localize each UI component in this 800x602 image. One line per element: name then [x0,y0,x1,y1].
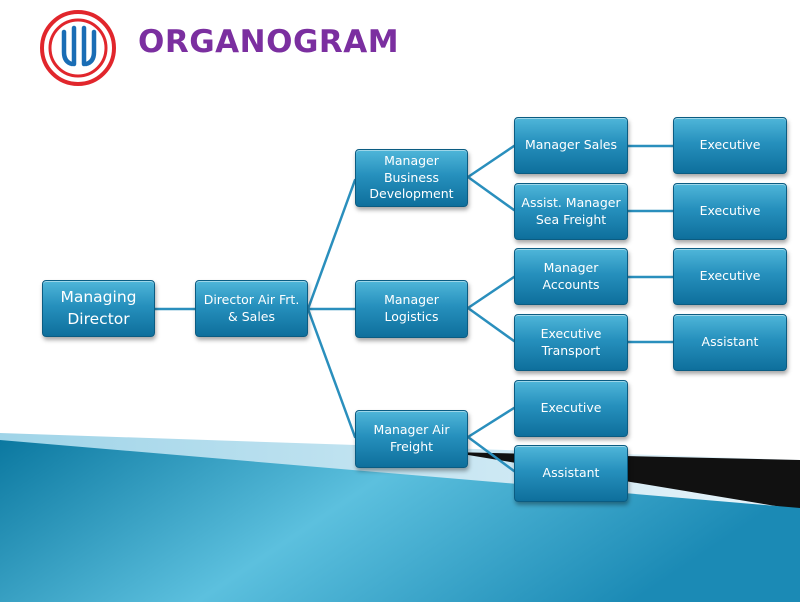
node-manager-logistics: Manager Logistics [355,280,468,338]
node-label: Manager Air Freight [373,422,450,454]
node-transport-assistant: Assistant [673,314,787,371]
node-sales-executive: Executive [673,117,787,174]
node-label: Assistant [542,465,600,481]
node-managing-director: Managing Director [42,280,155,337]
node-manager-air-freight: Manager Air Freight [355,410,468,468]
node-sea-freight-executive: Executive [673,183,787,240]
node-label: Executive [699,268,761,284]
node-manager-sales: Manager Sales [514,117,628,174]
node-executive-transport: Executive Transport [514,314,628,371]
node-label: Director Air Frt. & Sales [203,291,300,324]
node-label: Assistant [701,334,759,350]
node-manager-accounts: Manager Accounts [514,248,628,305]
node-air-freight-executive: Executive [514,380,628,437]
node-label: Executive [699,137,761,153]
node-assist-manager-sea-freight: Assist. Manager Sea Freight [514,183,628,240]
node-air-freight-assistant: Assistant [514,445,628,502]
node-label: Executive [699,203,761,219]
node-label: Executive Transport [540,325,602,358]
node-label: Assist. Manager Sea Freight [521,194,621,227]
company-logo [40,10,116,86]
node-label: Manager Business Development [369,152,454,202]
page-title: ORGANOGRAM [138,24,400,60]
node-label: Manager Logistics [384,292,439,324]
node-label: Manager Sales [524,137,618,153]
node-label: Executive [540,400,602,416]
node-label: Manager Accounts [542,259,600,292]
node-director-air-freight-sales: Director Air Frt. & Sales [195,280,308,337]
node-label: Managing Director [60,287,137,328]
node-accounts-executive: Executive [673,248,787,305]
node-manager-business-development: Manager Business Development [355,149,468,207]
